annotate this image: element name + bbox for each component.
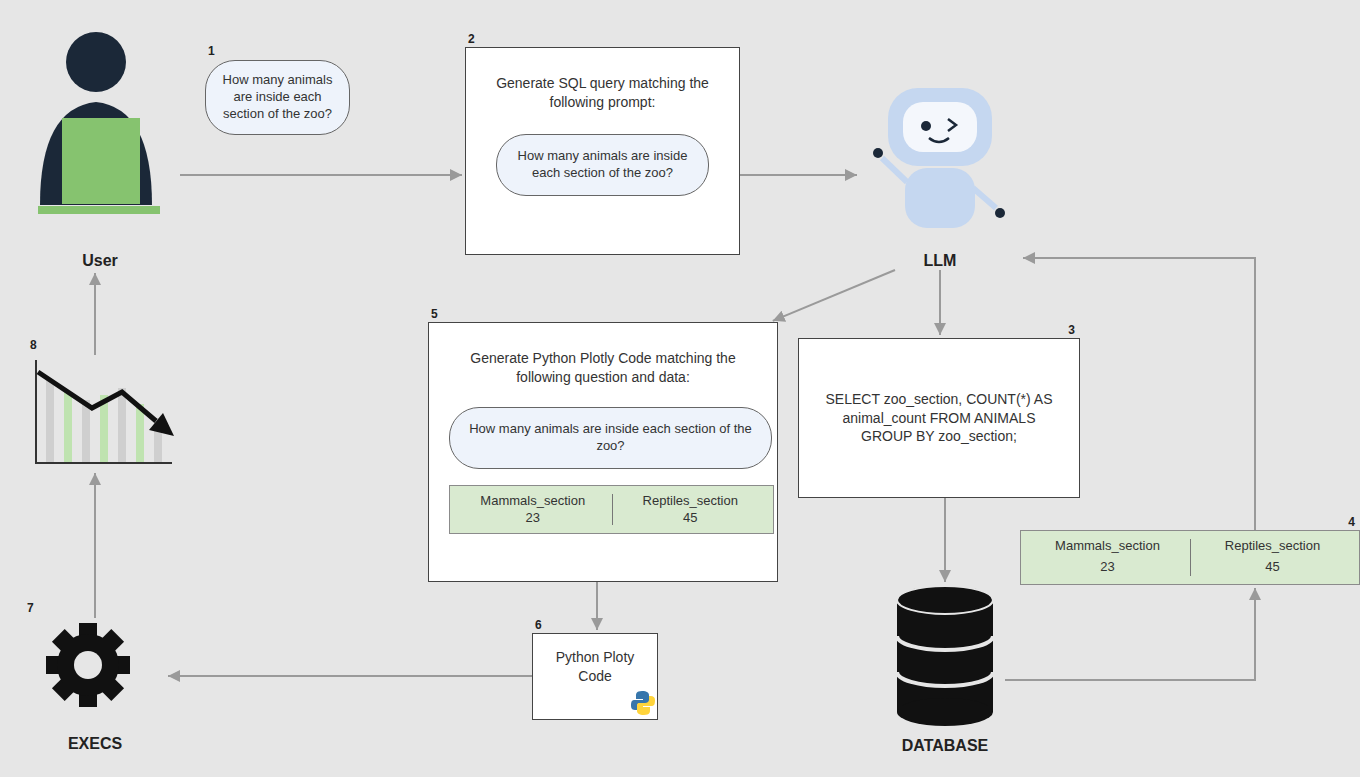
callout-number: 3 (1068, 322, 1075, 338)
node-text: SELECT zoo_section, COUNT(*) AS animal_c… (817, 390, 1061, 447)
llm-node: LLM (860, 80, 1020, 270)
callout-number: 5 (431, 306, 438, 322)
flow-arrow (180, 174, 462, 176)
flow-arrow (773, 270, 895, 321)
callout-number: 2 (468, 31, 475, 47)
table-cell: Mammals_section (1025, 537, 1190, 558)
flow-arrow (94, 473, 96, 618)
database-node: DATABASE (885, 585, 1005, 755)
sql-box: 3SELECT zoo_section, COUNT(*) AS animal_… (798, 338, 1080, 498)
flow-arrow (94, 273, 96, 355)
robot-icon (873, 88, 1005, 228)
python-logo (630, 690, 656, 716)
data-table: 4Mammals_section23Reptiles_section45 (1020, 530, 1360, 585)
node-label: User (82, 252, 118, 270)
prompt-bubble: How many animals are inside each section… (449, 407, 772, 469)
node-text: Generate Python Plotly Code matching the… (449, 349, 757, 387)
node-text: How many animals are inside each section… (511, 148, 694, 182)
node-label: LLM (924, 252, 957, 270)
execs-node: 7EXECS (25, 618, 165, 753)
callout-number: 4 (1348, 514, 1355, 530)
flow-arrow (1005, 588, 1255, 680)
flow-arrow (168, 675, 532, 677)
process-box: 2Generate SQL query matching the followi… (465, 47, 740, 255)
data-table: Mammals_section23Reptiles_section45 (449, 485, 774, 534)
user-icon (38, 32, 160, 214)
table-cell: 45 (612, 509, 770, 527)
database-icon (897, 586, 993, 726)
table-cell: 45 (1190, 558, 1355, 579)
node-text: Python Ploty Code (543, 648, 647, 686)
node-text: How many animals are inside each section… (464, 421, 757, 455)
user-node: User (20, 15, 180, 270)
callout-number: 1 (208, 44, 215, 60)
table-cell: 23 (1025, 558, 1190, 579)
table-cell: Reptiles_section (612, 492, 770, 510)
prompt-bubble: 1How many animals are inside each sectio… (205, 60, 350, 135)
node-label: DATABASE (902, 737, 989, 755)
table-cell: Reptiles_section (1190, 537, 1355, 558)
table-cell: Mammals_section (454, 492, 612, 510)
flow-arrow (939, 270, 941, 335)
gear-icon (46, 623, 130, 707)
flow-arrow (740, 174, 857, 176)
flow-arrow (596, 582, 598, 630)
flow-arrow (944, 498, 946, 582)
prompt-bubble: How many animals are inside each section… (496, 134, 709, 196)
chart-node: 8 (28, 355, 188, 470)
callout-number: 6 (535, 617, 542, 633)
node-text: How many animals are inside each section… (220, 72, 335, 123)
callout-number: 8 (30, 338, 37, 352)
callout-number: 7 (27, 601, 34, 615)
node-label: EXECS (68, 735, 122, 753)
table-cell: 23 (454, 509, 612, 527)
node-text: Generate SQL query matching the followin… (486, 74, 719, 112)
process-box: 5Generate Python Plotly Code matching th… (428, 322, 778, 582)
chart-icon (36, 360, 174, 463)
